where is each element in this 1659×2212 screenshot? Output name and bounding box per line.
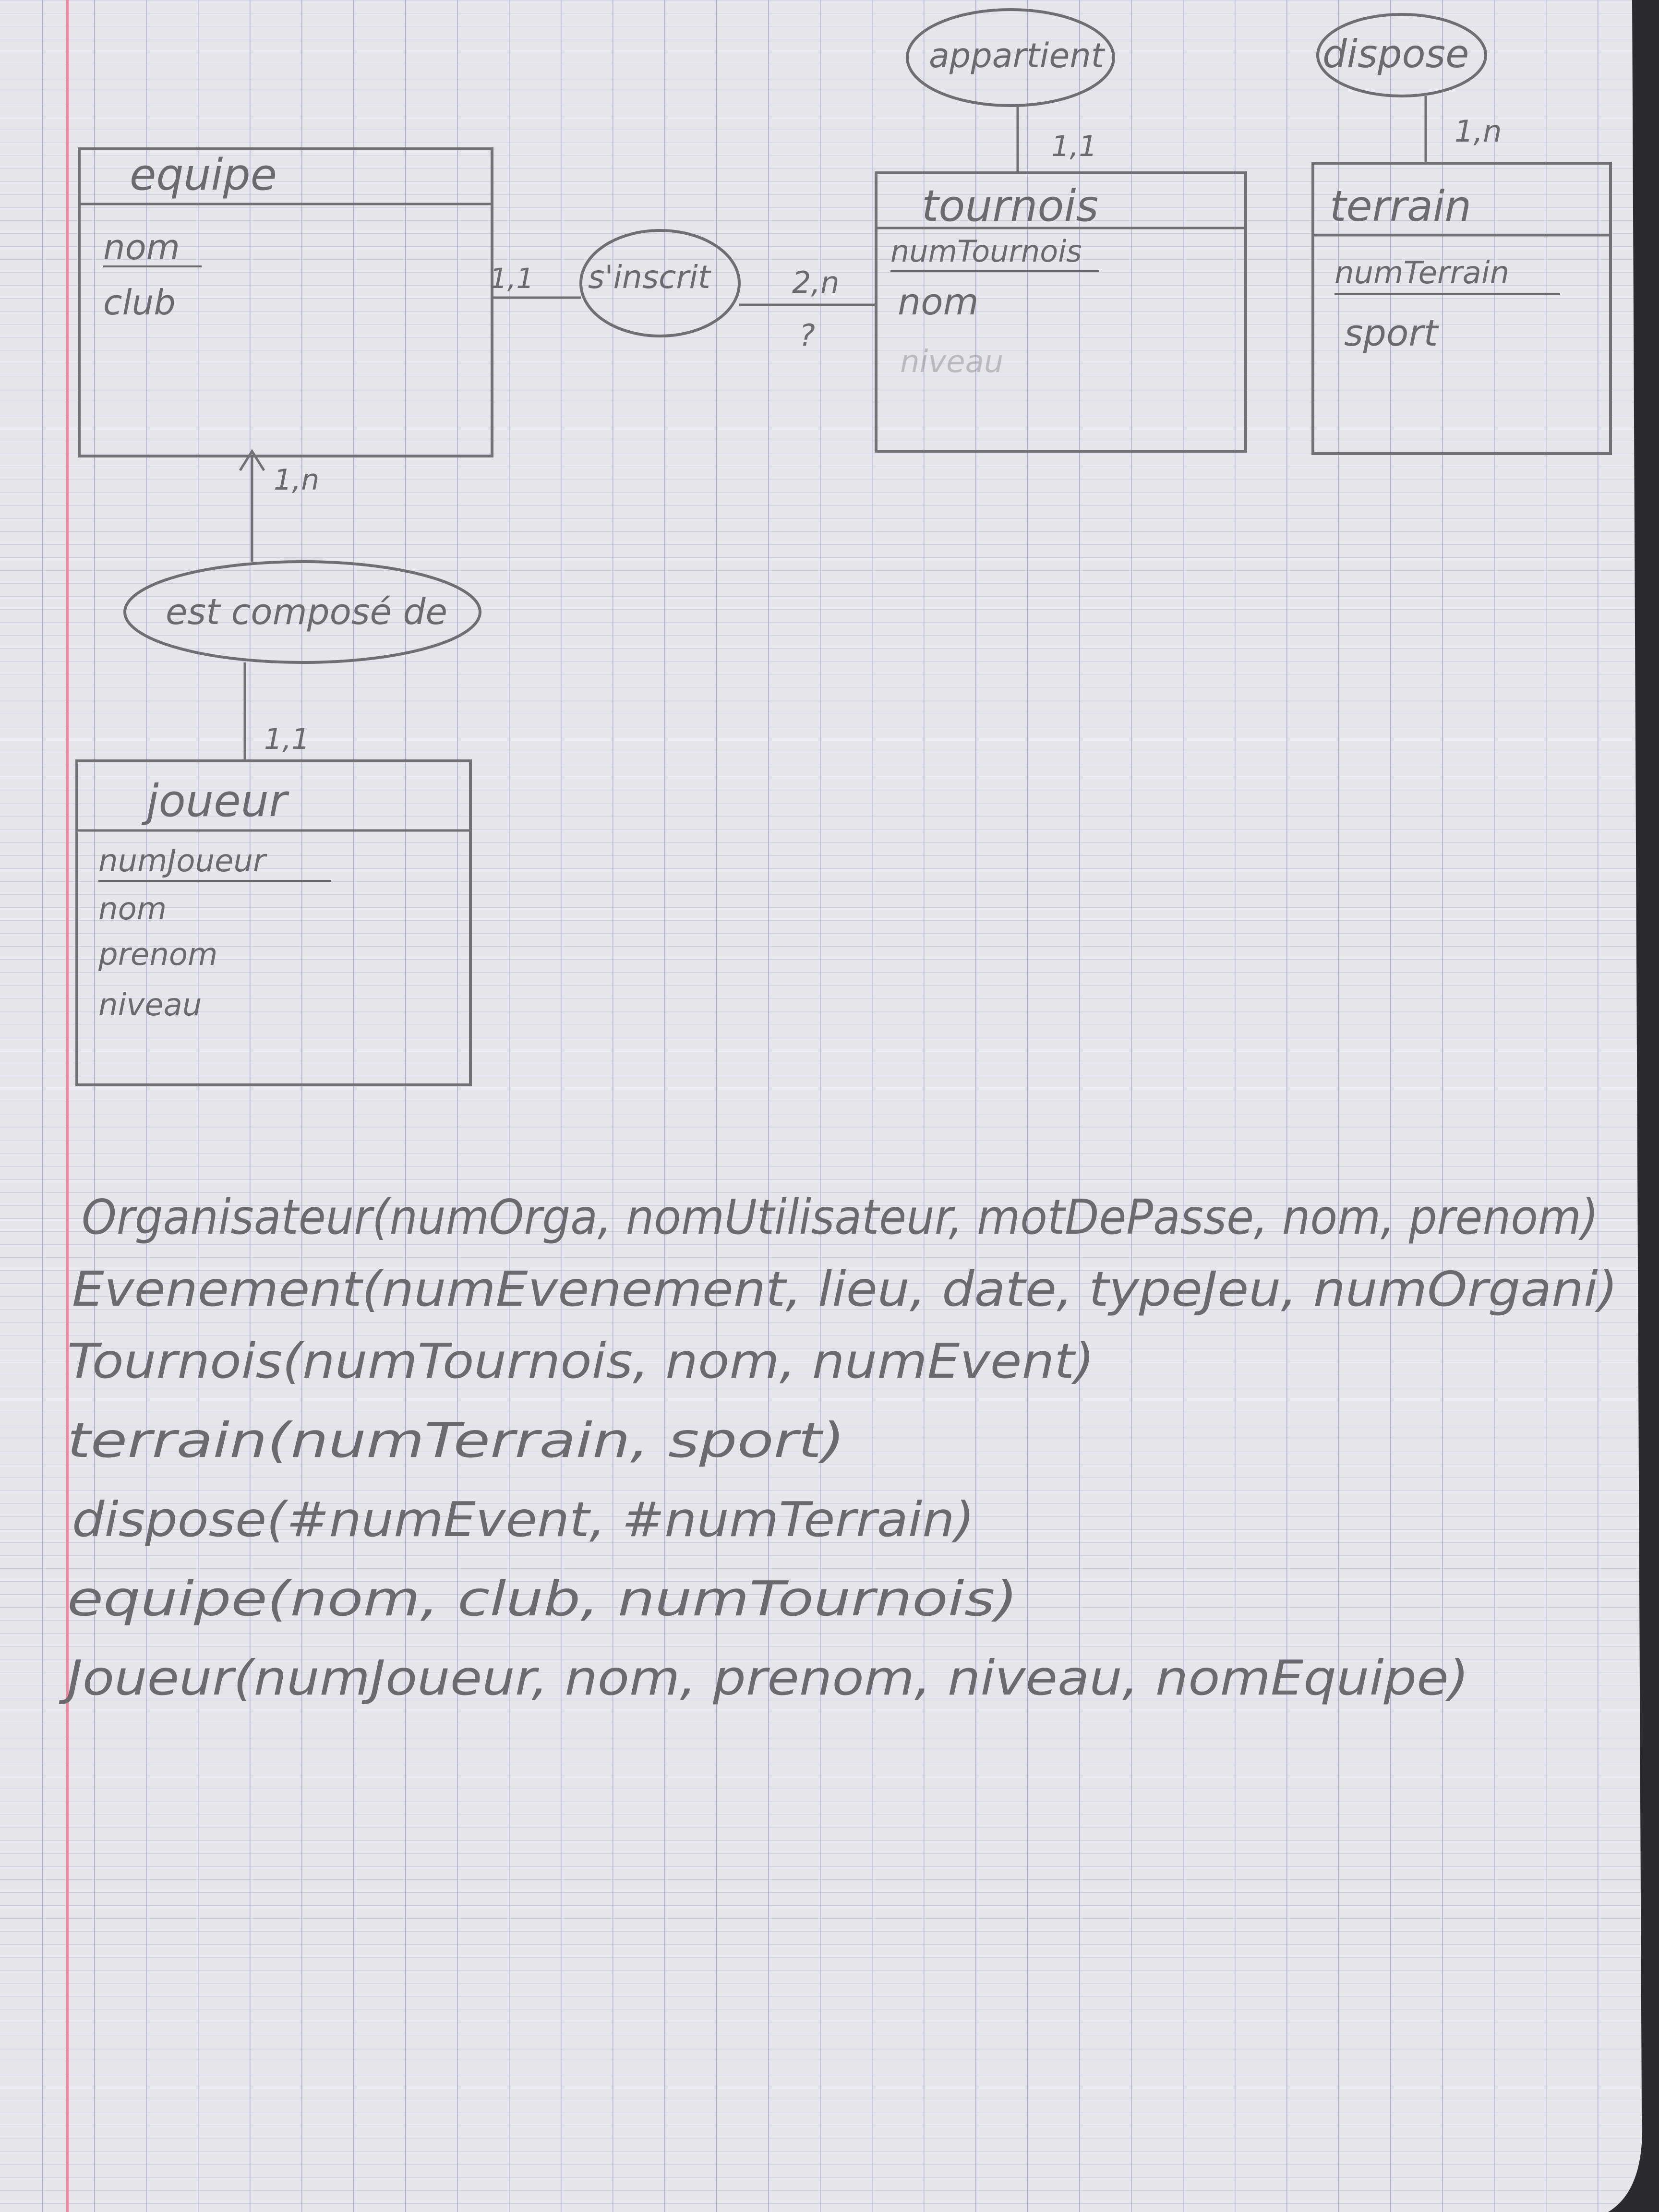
- terrain-attr-sport: sport: [1344, 312, 1440, 354]
- estcompose-card-joueur: 1,1: [264, 722, 310, 756]
- terrain-box: [1311, 162, 1612, 455]
- sinscrit-card-equipe: 1,1: [490, 262, 534, 295]
- estcompose-arrowhead: [239, 449, 265, 471]
- joueur-attr-numjoueur: numJoueur: [98, 843, 267, 879]
- entity-equipe: equipe nom club: [78, 147, 493, 457]
- schema-line: dispose(#numEvent, #numTerrain): [72, 1491, 974, 1548]
- equipe-title: equipe: [130, 150, 277, 200]
- schema-line: Tournois(numTournois, nom, numEvent): [67, 1333, 1094, 1389]
- tournois-attr-niveau: niveau: [900, 344, 1003, 380]
- relation-sinscrit: s'inscrit 1,1 2,n ?: [490, 229, 876, 353]
- sinscrit-ellipse: [579, 229, 741, 337]
- joueur-title: joueur: [141, 775, 289, 827]
- page-edge: [1608, 0, 1659, 2212]
- relation-estcompose: est composé de 1,n 1,1: [123, 449, 481, 761]
- appartient-label: appartient: [929, 36, 1106, 75]
- appartient-ellipse: [906, 8, 1115, 107]
- appartient-card-tournois: 1,1: [1051, 130, 1097, 163]
- sinscrit-label: s'inscrit: [588, 259, 711, 296]
- schema-list: Organisateur(numOrga, nomUtilisateur, mo…: [59, 1189, 1618, 1706]
- equipe-box: [78, 147, 493, 457]
- dispose-label: dispose: [1322, 32, 1469, 76]
- relation-dispose: dispose 1,n: [1316, 13, 1502, 163]
- schema-line: Evenement(numEvenement, lieu, date, type…: [72, 1261, 1618, 1317]
- terrain-attr-numterrain: numTerrain: [1334, 255, 1509, 291]
- entity-terrain: terrain numTerrain sport: [1311, 162, 1612, 455]
- sinscrit-card-tournois: 2,n: [792, 265, 839, 300]
- sinscrit-note: ?: [799, 318, 815, 353]
- equipe-attr-club: club: [103, 282, 176, 323]
- joueur-box: [75, 759, 472, 1086]
- estcompose-ellipse: [123, 560, 481, 664]
- dispose-ellipse: [1316, 13, 1487, 97]
- joueur-attr-nom: nom: [98, 891, 167, 927]
- tournois-title: tournois: [922, 181, 1098, 231]
- estcompose-label: est composé de: [166, 591, 447, 633]
- tournois-attr-numtournois: numTournois: [890, 234, 1082, 269]
- entity-joueur: joueur numJoueur nom prenom niveau: [75, 759, 472, 1086]
- schema-line: Joueur(numJoueur, nom, prenom, niveau, n…: [59, 1650, 1469, 1706]
- schema-line: terrain(numTerrain, sport): [67, 1412, 845, 1468]
- terrain-title: terrain: [1330, 181, 1471, 231]
- dispose-card-terrain: 1,n: [1455, 114, 1502, 149]
- schema-line: equipe(nom, club, numTournois): [67, 1571, 1018, 1627]
- estcompose-card-equipe: 1,n: [274, 463, 319, 497]
- entity-tournois: tournois numTournois nom niveau: [875, 171, 1247, 453]
- joueur-attr-prenom: prenom: [98, 937, 217, 973]
- tournois-box: [875, 171, 1247, 453]
- equipe-attr-nom: nom: [103, 227, 180, 267]
- schema-line: Organisateur(numOrga, nomUtilisateur, mo…: [82, 1189, 1599, 1245]
- joueur-attr-niveau: niveau: [98, 987, 202, 1023]
- tournois-attr-nom: nom: [898, 280, 979, 323]
- relation-appartient: appartient 1,1: [906, 8, 1115, 173]
